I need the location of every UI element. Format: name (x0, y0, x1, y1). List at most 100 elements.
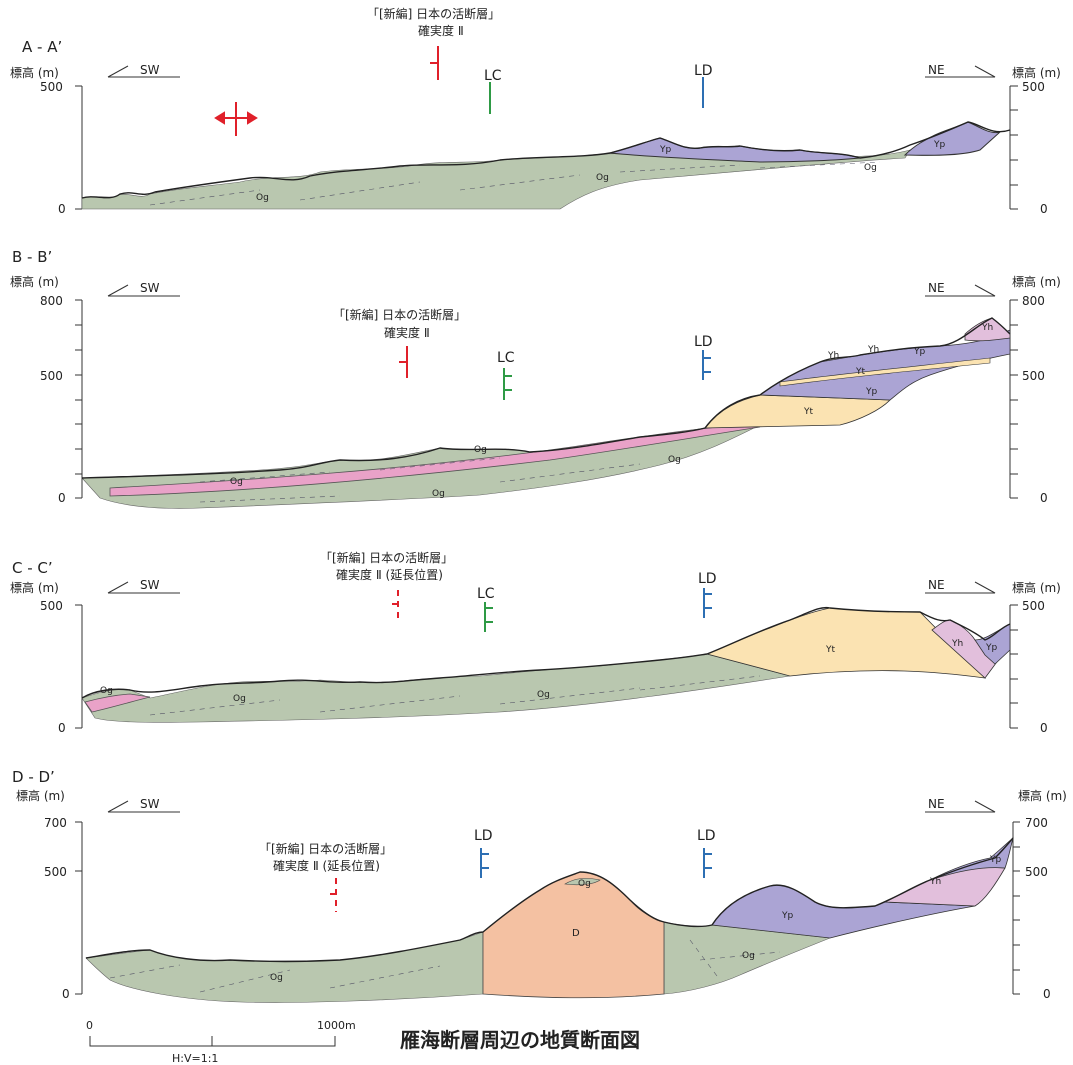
ld-label: LD (474, 828, 493, 844)
surface-line (81, 606, 1011, 699)
tick-label: 500 (1022, 80, 1045, 94)
fault-marker-red (399, 346, 408, 378)
yt-layer (779, 357, 991, 387)
og-cap (564, 878, 601, 886)
tick-label: 0 (58, 202, 66, 216)
unit-label-yh: Yh (929, 877, 941, 887)
unit-label-og: Og (270, 973, 283, 983)
fault-source-label: 「[新編] 日本の活断層」 (367, 6, 500, 21)
unit-label-og: Og (864, 163, 877, 173)
figure-title: 雁海断層周辺の地質断面図 (400, 1028, 640, 1052)
unit-label-og: Og (230, 477, 243, 487)
sw-direction-marker (107, 65, 180, 78)
section-d-elev-left: 標高 (m) (16, 788, 65, 803)
unit-label-yp: Yp (989, 855, 1001, 865)
unit-label-og: Og (668, 455, 681, 465)
ne-label: NE (928, 281, 945, 295)
tick-label: 500 (40, 369, 63, 383)
tick-label: 500 (1022, 369, 1045, 383)
unit-label-og: Og (256, 193, 269, 203)
fault-certainty-label: 確実度 Ⅱ (延長位置) (336, 567, 443, 582)
ld-label: LD (694, 63, 713, 79)
ne-direction-marker (925, 65, 996, 78)
ld-marker (480, 848, 489, 878)
unit-label-yp: Yp (865, 387, 877, 397)
section-a-label: A - A’ (22, 38, 62, 56)
sw-direction-marker (107, 284, 180, 297)
surface-line (85, 837, 1014, 963)
sw-label: SW (140, 797, 160, 811)
tick-label: 0 (1040, 721, 1048, 735)
section-c-elev-right: 標高 (m) (1012, 580, 1061, 595)
sw-label: SW (140, 578, 160, 592)
bedding-lines (199, 457, 641, 503)
lc-marker (484, 602, 493, 632)
scale-ratio-label: H:V=1:1 (172, 1052, 218, 1065)
unit-label-og: Og (596, 173, 609, 183)
fault-certainty-label: 確実度 Ⅱ (384, 325, 430, 340)
unit-label-og: Og (578, 879, 591, 889)
tick-label: 500 (40, 80, 63, 94)
fault-source-label: 「[新編] 日本の活断層」 (333, 307, 466, 322)
unit-label-og: Og (432, 489, 445, 499)
fault-source-label: 「[新編] 日本の活断層」 (259, 841, 392, 856)
section-b: B - B’ 標高 (m) 標高 (m) SW NE 800 500 0 800… (10, 248, 1061, 509)
fault-certainty-label: 確実度 Ⅱ (418, 23, 464, 38)
section-c-label: C - C’ (12, 559, 53, 577)
unit-label-og: Og (100, 686, 113, 696)
fault-certainty-label: 確実度 Ⅱ (延長位置) (273, 858, 380, 873)
section-d: D - D’ 標高 (m) 標高 (m) SW NE 700 500 0 700… (12, 768, 1067, 1003)
lc-marker (503, 368, 512, 400)
tick-label: 500 (40, 599, 63, 613)
unit-label-og: Og (233, 694, 246, 704)
section-b-elev-left: 標高 (m) (10, 274, 59, 289)
section-d-label: D - D’ (12, 768, 55, 786)
ld-label: LD (698, 571, 717, 587)
section-a-elev-left: 標高 (m) (10, 65, 59, 80)
unit-label-yp: Yp (913, 347, 925, 357)
tick-label: 700 (44, 816, 67, 830)
sw-direction-marker (107, 800, 180, 813)
section-b-elev-right: 標高 (m) (1012, 274, 1061, 289)
fault-marker-red (430, 46, 439, 80)
unit-label-d: D (572, 928, 580, 939)
section-a-elev-right: 標高 (m) (1012, 65, 1061, 80)
section-c: C - C’ 標高 (m) 標高 (m) SW NE 500 0 500 0 O… (10, 550, 1061, 735)
section-a: A - A’ 標高 (m) 標高 (m) SW NE 500 0 500 0 O… (10, 6, 1061, 216)
unit-label-yt: Yt (803, 407, 813, 417)
tick-label: 0 (58, 721, 66, 735)
tick-label: 0 (1040, 491, 1048, 505)
tick-label: 0 (1040, 202, 1048, 216)
section-c-elev-left: 標高 (m) (10, 580, 59, 595)
unit-label-yp: Yp (781, 911, 793, 921)
pink-layer (84, 693, 151, 713)
tick-label: 0 (58, 491, 66, 505)
fault-marker-red-extended (328, 878, 337, 912)
unit-label-yt: Yt (825, 645, 835, 655)
ne-label: NE (928, 797, 945, 811)
ld-marker (702, 350, 711, 380)
bedding-lines (109, 939, 781, 993)
surface-line (81, 121, 1011, 199)
tick-label: 500 (1022, 599, 1045, 613)
dip-strike-symbol (214, 102, 258, 136)
unit-label-yh: Yh (951, 639, 963, 649)
ld-label: LD (697, 828, 716, 844)
lc-label: LC (484, 68, 502, 84)
tick-label: 700 (1025, 816, 1048, 830)
ld-marker (703, 588, 712, 618)
lc-label: LC (477, 586, 495, 602)
scale-right-label: 1000m (317, 1019, 356, 1032)
tick-label: 0 (1043, 987, 1051, 1001)
unit-label-og: Og (742, 951, 755, 961)
unit-label-yp: Yp (659, 145, 671, 155)
sw-label: SW (140, 63, 160, 77)
ld-label: LD (694, 334, 713, 350)
unit-label-yh: Yh (981, 323, 993, 333)
tick-label: 500 (44, 865, 67, 879)
fault-source-label: 「[新編] 日本の活断層」 (320, 550, 453, 565)
ne-label: NE (928, 578, 945, 592)
tick-label: 800 (40, 294, 63, 308)
tick-label: 0 (62, 987, 70, 1001)
